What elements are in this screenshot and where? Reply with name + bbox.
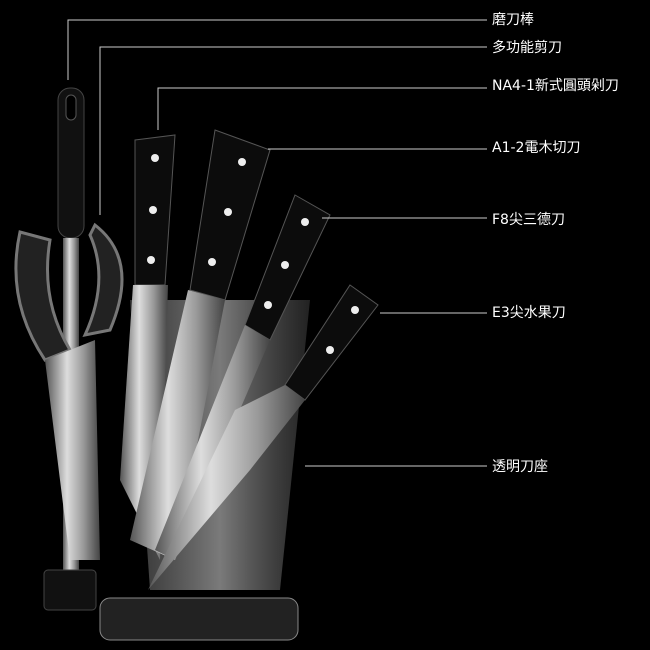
scissors	[14, 222, 124, 560]
leader-lines	[67, 19, 487, 467]
label-chef-knife: A1-2電木切刀	[492, 140, 581, 156]
knife-fruit	[148, 284, 379, 590]
knife-utility	[155, 194, 331, 560]
label-slicer: NA4-1新式圓頭剁刀	[492, 78, 619, 94]
knife-chef	[130, 129, 271, 560]
label-scissors: 多功能剪刀	[492, 40, 562, 56]
label-fruit-knife: E3尖水果刀	[492, 305, 566, 321]
label-utility-knife: F8尖三德刀	[492, 212, 565, 228]
label-sharpener: 磨刀棒	[492, 12, 534, 28]
stand-base	[99, 597, 299, 641]
label-stand: 透明刀座	[492, 459, 548, 475]
